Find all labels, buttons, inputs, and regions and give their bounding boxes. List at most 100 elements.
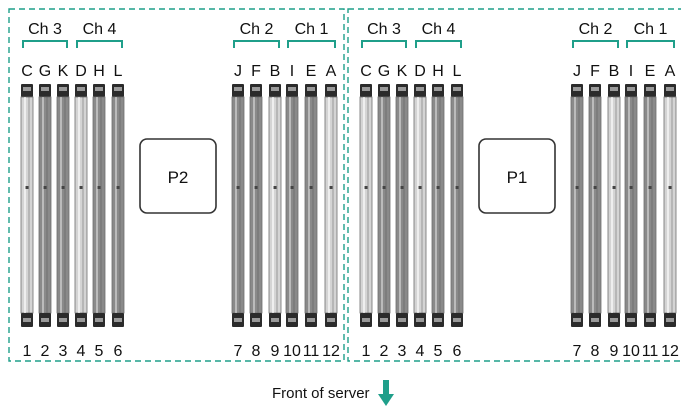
slot-letter: E bbox=[645, 63, 656, 80]
dimm-slot bbox=[304, 84, 318, 327]
slot-number: 4 bbox=[416, 343, 425, 360]
channel-label: Ch 2 bbox=[240, 21, 274, 38]
slot-number: 10 bbox=[283, 343, 301, 360]
slot-number: 9 bbox=[271, 343, 280, 360]
dimm-slot bbox=[588, 84, 602, 327]
dimm-slot bbox=[663, 84, 677, 327]
slot-number: 8 bbox=[591, 343, 600, 360]
channel-bracket: Ch 3 bbox=[22, 21, 68, 48]
panel-border bbox=[8, 8, 345, 362]
dimm-slot bbox=[570, 84, 584, 327]
slot-number: 9 bbox=[610, 343, 619, 360]
slot-number: 2 bbox=[380, 343, 389, 360]
dimm-slot bbox=[285, 84, 299, 327]
processor-box: P1 bbox=[478, 138, 556, 214]
dimm-slot bbox=[431, 84, 445, 327]
slot-letter: B bbox=[609, 63, 620, 80]
dimm-slot bbox=[20, 84, 34, 327]
slot-number: 7 bbox=[234, 343, 243, 360]
slot-letter: E bbox=[306, 63, 317, 80]
slot-number: 1 bbox=[362, 343, 371, 360]
slot-number: 3 bbox=[398, 343, 407, 360]
slot-letter: J bbox=[573, 63, 581, 80]
slot-number: 11 bbox=[303, 343, 320, 360]
slot-number: 5 bbox=[434, 343, 443, 360]
channel-bracket: Ch 4 bbox=[415, 21, 462, 48]
slot-letter: H bbox=[93, 63, 105, 80]
channel-label: Ch 3 bbox=[367, 21, 401, 38]
processor-panel-p2: Ch 3 Ch 4 Ch 2 Ch 1 C 1 G 2 K 3 D 4 H 5 L 6 J 7 F 8 B 9 I 10 E 11… bbox=[8, 8, 345, 362]
dimm-slot bbox=[377, 84, 391, 327]
dimm-slot bbox=[111, 84, 125, 327]
dimm-slot bbox=[359, 84, 373, 327]
slot-letter: G bbox=[39, 63, 51, 80]
slot-letter: F bbox=[590, 63, 600, 80]
slot-number: 12 bbox=[661, 343, 679, 360]
slot-number: 2 bbox=[41, 343, 50, 360]
slot-letter: A bbox=[665, 63, 676, 80]
slot-number: 12 bbox=[322, 343, 340, 360]
dimm-slot bbox=[607, 84, 621, 327]
slot-letter: B bbox=[270, 63, 281, 80]
channel-label: Ch 1 bbox=[634, 21, 668, 38]
slot-number: 4 bbox=[77, 343, 86, 360]
slot-letter: J bbox=[234, 63, 242, 80]
channel-bracket: Ch 3 bbox=[361, 21, 407, 48]
slot-letter: D bbox=[414, 63, 426, 80]
slot-number: 3 bbox=[59, 343, 68, 360]
slot-letter: D bbox=[75, 63, 87, 80]
front-of-server-caption: Front of server bbox=[272, 378, 402, 408]
dimm-slot bbox=[74, 84, 88, 327]
channel-label: Ch 4 bbox=[422, 21, 456, 38]
dimm-slot bbox=[324, 84, 338, 327]
arrow-down-icon bbox=[377, 380, 394, 406]
slot-number: 8 bbox=[252, 343, 261, 360]
dimm-slot bbox=[643, 84, 657, 327]
slot-number: 6 bbox=[453, 343, 462, 360]
channel-bracket: Ch 2 bbox=[572, 21, 619, 48]
dimm-slot bbox=[56, 84, 70, 327]
slot-letter: C bbox=[360, 63, 372, 80]
slot-letter: F bbox=[251, 63, 261, 80]
slot-number: 5 bbox=[95, 343, 104, 360]
slot-letter: I bbox=[290, 63, 294, 80]
channel-bracket: Ch 4 bbox=[76, 21, 123, 48]
channel-label: Ch 1 bbox=[295, 21, 329, 38]
slot-number: 10 bbox=[622, 343, 640, 360]
channel-bracket: Ch 1 bbox=[626, 21, 675, 48]
slot-letter: L bbox=[114, 63, 123, 80]
dimm-slot bbox=[92, 84, 106, 327]
channel-label: Ch 4 bbox=[83, 21, 117, 38]
channel-bracket: Ch 2 bbox=[233, 21, 280, 48]
dimm-slot bbox=[395, 84, 409, 327]
slot-number: 7 bbox=[573, 343, 582, 360]
processor-panel-p1: Ch 3 Ch 4 Ch 2 Ch 1 C 1 G 2 K 3 D 4 H 5 L 6 J 7 F 8 B 9 I 10 E 11… bbox=[347, 8, 681, 362]
dimm-slot bbox=[450, 84, 464, 327]
dimm-slot bbox=[249, 84, 263, 327]
processor-label: P1 bbox=[507, 168, 528, 187]
slot-letter: H bbox=[432, 63, 444, 80]
channel-bracket: Ch 1 bbox=[287, 21, 336, 48]
slot-letter: G bbox=[378, 63, 390, 80]
dimm-slot bbox=[624, 84, 638, 327]
slot-letter: C bbox=[21, 63, 33, 80]
dimm-slot bbox=[413, 84, 427, 327]
processor-label: P2 bbox=[168, 168, 189, 187]
slot-letter: I bbox=[629, 63, 633, 80]
dimm-slot bbox=[231, 84, 245, 327]
slot-number: 11 bbox=[642, 343, 659, 360]
processor-box: P2 bbox=[139, 138, 217, 214]
channel-label: Ch 2 bbox=[579, 21, 613, 38]
dimm-slot bbox=[38, 84, 52, 327]
caption-text: Front of server bbox=[272, 384, 370, 402]
slot-number: 6 bbox=[114, 343, 123, 360]
dimm-slot bbox=[268, 84, 282, 327]
panel-border bbox=[347, 8, 681, 362]
slot-number: 1 bbox=[23, 343, 32, 360]
channel-label: Ch 3 bbox=[28, 21, 62, 38]
slot-letter: A bbox=[326, 63, 337, 80]
slot-letter: K bbox=[58, 63, 69, 80]
slot-letter: K bbox=[397, 63, 408, 80]
slot-letter: L bbox=[453, 63, 462, 80]
